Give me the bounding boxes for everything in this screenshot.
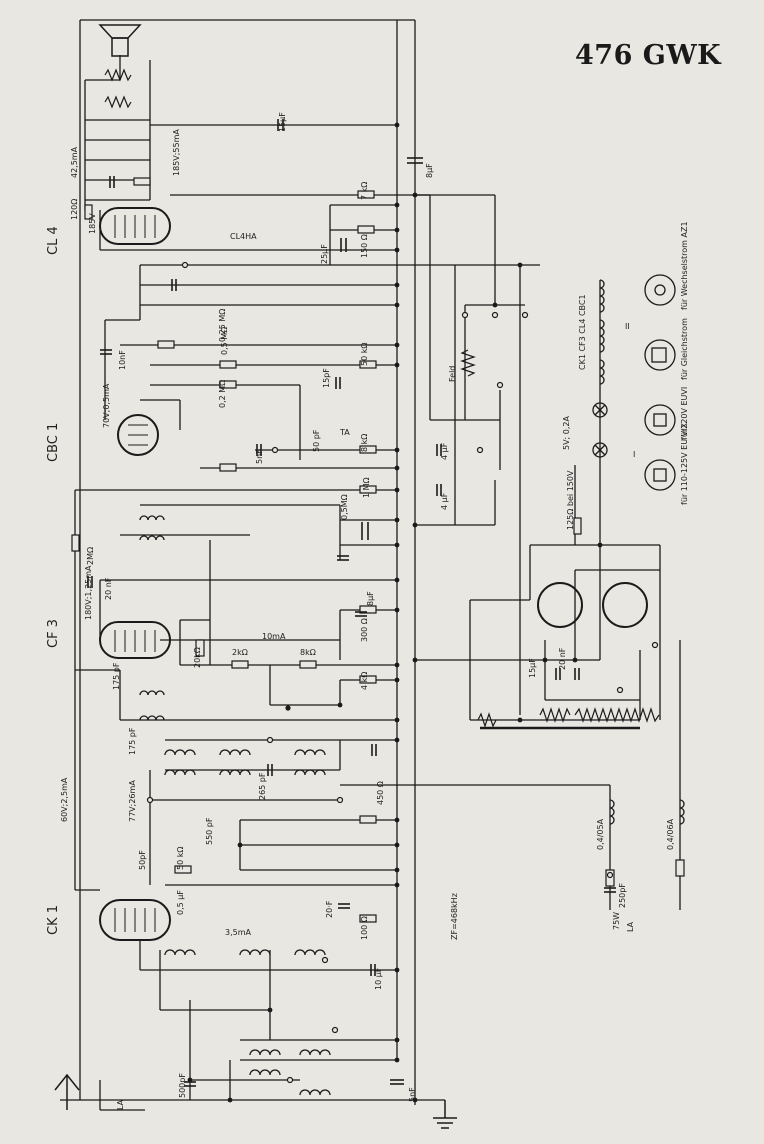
switch-contacts [146,261,659,1084]
label-7k: 7 kΩ [360,181,369,200]
label-15pf: 15pF [322,368,331,388]
label-cbc1-v: 70V;0,5mA [102,383,111,428]
label-185v: 185V [88,213,97,234]
label-50pf-2: 50pF [138,850,147,870]
label-8uf-2: 8µF [366,591,375,606]
coils [139,279,685,1096]
antenna-icon [54,1073,80,1110]
label-socket-1: I [633,450,636,459]
label-10ma: 10mA [262,632,286,641]
speaker-icon [98,24,142,57]
label-185v-55ma: 185V;55mA [172,129,181,176]
label-5nf-2: 5nF [408,1087,417,1102]
tube-envelopes [99,207,648,941]
label-05m-2: 0,5MΩ [340,494,349,520]
label-4uf-2: 4 µF [440,492,449,510]
label-4uf: 4 µF [440,442,449,460]
label-socket-3-desc: für Wechselstrom AZ1 [680,221,689,310]
label-4k: 4 kΩ [360,671,369,690]
label-10nf: 10nF [118,350,127,370]
resistor-boxes [71,177,685,923]
label-1m: 1 MΩ [362,477,371,498]
label-265pf: 265 pF [258,772,267,801]
label-2k: 2kΩ [232,648,248,657]
wiring [60,19,681,1111]
capacitors [87,119,616,1087]
resistors [104,68,660,728]
tube-cbc1-icon [117,414,159,456]
label-500pf: 500pF [178,1073,187,1098]
label-fuse2: 0,4/06A [666,818,675,850]
label-250pf: 250pF [618,883,627,908]
label-fuse1: 0,4/05A [596,818,605,850]
label-cf3-v: 180V;1,25mA [84,565,93,620]
label-25uf: 25µF [320,244,329,264]
label-450: 450 Ω [376,781,385,805]
page-title: 476 GWK [575,40,722,71]
label-ta: TA [340,428,350,437]
label-175pf-2: 175 pF [128,727,137,756]
label-la-2: LA [626,921,635,932]
rectifier-tube-2-icon [602,582,648,628]
label-100: 100 Ω [360,916,369,940]
label-8k: 8 kΩ [360,433,369,452]
label-socket-12-desc: für220V EUVI [680,386,689,440]
ground-icon [433,1100,457,1129]
label-75w: 75W [612,911,621,930]
label-socket-2: II [625,322,630,331]
label-la: LA [116,1099,125,1110]
label-35ma: 3,5mA [225,928,251,937]
label-50pf: 50 pF [312,429,321,452]
label-lamp: 5V; 0,2A [562,416,571,450]
label-50k-2: 50 kΩ [176,846,185,870]
label-20nf: 20 nF [104,577,113,600]
label-feld: Feld [448,365,457,382]
tube-cf3-icon [99,621,171,659]
label-zf: ZF=468kHz [450,893,459,940]
label-2m: 2MΩ [86,546,95,565]
label-175pf: 175 pF [112,662,121,691]
label-8k-2: 8kΩ [300,648,316,657]
label-5nf: 5nF [255,449,264,464]
label-50k: 50 kΩ [360,342,369,366]
label-20nf-2: 20 nF [558,647,567,670]
tube-internals [114,215,156,932]
label-150: 150 Ω [360,234,369,258]
label-02m: 0,2 MΩ [218,379,227,408]
label-cl4-type: CL4HA [230,232,257,241]
label-ck1-v: 60V;2,5mA [60,777,69,822]
label-120: 120Ω [70,198,79,220]
tube-sockets [644,274,676,491]
label-socket-2-desc: für Gleichstrom [680,318,689,380]
tube-cl4-icon [99,207,171,245]
label-15uf-2: 15µF [528,658,537,678]
label-42ma: 42,5mA [70,146,79,178]
label-025m: 0,25 MΩ [218,308,227,342]
label-15uf: 15µF [278,112,287,132]
label-8uf: 8µF [425,163,434,178]
tube-ck1-icon [99,899,171,941]
label-heater-chain: CK1 CF3 CL4 CBC1 [578,294,587,370]
label-300: 300 Ω [360,618,369,642]
label-ck1-v2: 77V;26mA [128,780,137,822]
label-05uf: 0,5 µF [176,890,185,915]
label-10uf: 10 µF [374,967,383,990]
pilot-lamp-icon [592,402,608,458]
label-20k: 20kΩ [193,647,202,668]
label-20f: 20·F [325,900,334,918]
rectifier-tube-icon [537,582,583,628]
label-550pf: 550 pF [205,817,214,846]
label-125: 125Ω bei 150V [566,470,575,530]
